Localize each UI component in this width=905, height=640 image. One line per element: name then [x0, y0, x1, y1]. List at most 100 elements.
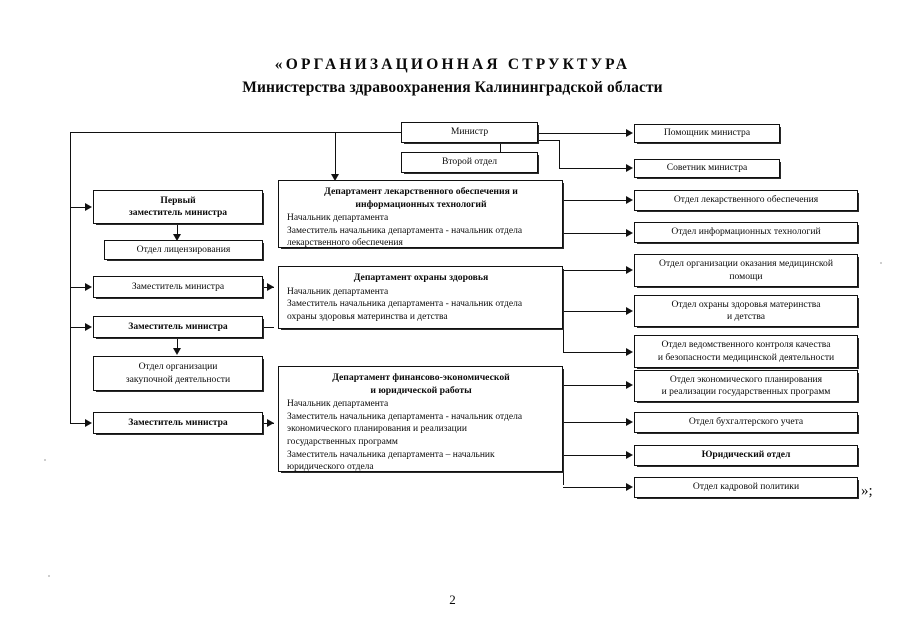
connector-dept-3-to-right-9: [563, 487, 627, 488]
connector-branch-first-deputy: [70, 207, 86, 208]
connector-first-deputy-to-licensing: [177, 224, 178, 235]
department-3-heading: Департамент финансово-экономической и юр…: [287, 372, 555, 397]
department-2-heading-line-1: Департамент охраны здоровья: [353, 272, 489, 283]
box-deputy-minister-3[interactable]: Заместитель министра: [93, 316, 264, 339]
box-department-finance-legal[interactable]: Департамент финансово-экономической и юр…: [278, 366, 564, 474]
scan-speck: [44, 459, 46, 461]
connector-dept-1-spine: [563, 200, 564, 233]
box-deputy-minister-2-label: Заместитель министра: [131, 280, 225, 292]
box-right-it-department[interactable]: Отдел информационных технологий: [634, 222, 859, 244]
box-advisor-minister-label: Советник министра: [666, 162, 748, 174]
department-1-body-line-1: Начальник департамента: [287, 213, 389, 224]
box-second-department[interactable]: Второй отдел: [401, 152, 539, 174]
arrow-first-deputy: [85, 203, 92, 211]
department-1-heading-line-2: информационных технологий: [355, 198, 487, 210]
box-right-pharma-supply[interactable]: Отдел лекарственного обеспечения: [634, 190, 859, 212]
box-deputy-minister-2[interactable]: Заместитель министра: [93, 276, 264, 299]
department-3-body-line-2: Заместитель начальника департамента - на…: [287, 411, 523, 422]
right-box-5-line-1: Отдел ведомственного контроля качества: [661, 339, 831, 351]
arrow-deputy-4: [85, 419, 92, 427]
box-deputy-minister-4[interactable]: Заместитель министра: [93, 412, 264, 435]
box-deputy-minister-4-label: Заместитель министра: [128, 416, 228, 428]
title-line-2: Министерства здравоохранения Калининград…: [242, 79, 663, 96]
department-1-heading: Департамент лекарственного обеспечения и…: [287, 186, 555, 211]
box-right-hr-policy[interactable]: Отдел кадровой политики: [634, 477, 859, 499]
page-number: 2: [449, 592, 456, 607]
box-procurement-line-2: закупочной деятельности: [125, 373, 231, 385]
right-box-8-line-1: Юридический отдел: [701, 449, 791, 461]
box-right-legal-department[interactable]: Юридический отдел: [634, 445, 859, 467]
arrow-right-box-2: [626, 229, 633, 237]
arrow-deputy-2: [85, 283, 92, 291]
connector-into-dept-1-v: [335, 164, 336, 176]
department-3-heading-line-2: и юридической работы: [370, 384, 472, 396]
box-right-accounting[interactable]: Отдел бухгалтерского учета: [634, 412, 859, 434]
title-line-1: «ОРГАНИЗАЦИОННАЯ СТРУКТУРА: [274, 56, 631, 73]
department-1-body: Начальник департамента Заместитель начал…: [287, 212, 555, 250]
box-assistant-minister[interactable]: Помощник министра: [634, 124, 781, 144]
right-box-6-line-2: и реализации государственных программ: [661, 386, 831, 397]
box-licensing-department[interactable]: Отдел лицензирования: [104, 240, 264, 261]
connector-dept-2-to-right-4: [563, 311, 627, 312]
right-box-3-line-2: помощи: [729, 270, 763, 282]
page-title: «ОРГАНИЗАЦИОННАЯ СТРУКТУРА Министерства …: [0, 56, 905, 97]
box-department-health-protection[interactable]: Департамент охраны здоровья Начальник де…: [278, 266, 564, 330]
right-box-2-line-1: Отдел информационных технологий: [671, 226, 821, 238]
box-second-department-label: Второй отдел: [441, 156, 498, 168]
connector-minister-top-horizontal: [70, 132, 401, 133]
department-3-body-line-4: государственных программ: [287, 437, 398, 448]
department-3-body: Начальник департамента Заместитель начал…: [287, 398, 555, 474]
box-minister[interactable]: Министр: [401, 122, 539, 144]
arrow-assistant-minister: [626, 129, 633, 137]
connector-minister-junction-vertical: [335, 132, 336, 164]
box-right-quality-control[interactable]: Отдел ведомственного контроля качества и…: [634, 335, 859, 369]
connector-deputy-3-to-procurement: [177, 338, 178, 349]
scan-speck: [880, 262, 882, 264]
connector-dept-3-to-right-8: [563, 455, 627, 456]
right-box-7-line-1: Отдел бухгалтерского учета: [688, 416, 804, 428]
box-assistant-minister-label: Помощник министра: [663, 127, 751, 139]
arrow-procurement-department: [173, 348, 181, 355]
box-procurement-line-1: Отдел организации: [138, 361, 218, 373]
department-3-body-line-6: юридического отдела: [287, 462, 374, 473]
connector-dept-3-to-right-6: [563, 385, 627, 386]
department-3-heading-line-1: Департамент финансово-экономической: [332, 372, 510, 383]
closing-quote: »;: [861, 483, 873, 499]
connector-minister-to-advisor-v: [559, 140, 560, 168]
box-procurement-department[interactable]: Отдел организации закупочной деятельност…: [93, 356, 264, 392]
arrow-right-box-8: [626, 451, 633, 459]
department-2-body: Начальник департамента Заместитель начал…: [287, 286, 555, 324]
department-1-body-line-3: лекарственного обеспечения: [287, 238, 403, 249]
box-first-deputy-line-1: Первый: [160, 194, 196, 206]
department-2-heading: Департамент охраны здоровья: [287, 272, 555, 285]
connector-branch-deputy-2: [70, 287, 86, 288]
box-department-pharma-it[interactable]: Департамент лекарственного обеспечения и…: [278, 180, 564, 250]
right-box-4-line-2: и детства: [726, 311, 766, 322]
connector-deputy-3-to-dept-2: [263, 327, 274, 328]
arrow-right-box-4: [626, 307, 633, 315]
department-2-body-line-2: Заместитель начальника департамента - на…: [287, 299, 523, 310]
arrow-dept-3-inbound: [267, 419, 274, 427]
arrow-right-box-7: [626, 418, 633, 426]
box-first-deputy-line-2: заместитель министра: [128, 207, 228, 218]
department-3-body-line-3: экономического планирования и реализации: [287, 424, 467, 435]
box-deputy-minister-3-label: Заместитель министра: [128, 320, 228, 332]
department-2-body-line-1: Начальник департамента: [287, 286, 389, 297]
arrow-right-box-5: [626, 348, 633, 356]
box-right-medical-care-organization[interactable]: Отдел организации оказания медицинской п…: [634, 254, 859, 288]
department-1-heading-line-1: Департамент лекарственного обеспечения и: [324, 186, 518, 197]
box-first-deputy-minister[interactable]: Первый заместитель министра: [93, 190, 264, 225]
box-right-maternity-child-health[interactable]: Отдел охраны здоровья материнства и детс…: [634, 295, 859, 328]
connector-dept-3-to-right-7: [563, 422, 627, 423]
connector-branch-deputy-4: [70, 423, 86, 424]
department-3-body-line-5: Заместитель начальника департамента – на…: [287, 449, 495, 460]
department-2-body-line-3: охраны здоровья материнства и детства: [287, 311, 448, 322]
connector-minister-to-assistant: [538, 133, 627, 134]
box-advisor-minister[interactable]: Советник министра: [634, 159, 781, 179]
right-box-6-line-1: Отдел экономического планирования: [669, 373, 823, 385]
connector-branch-deputy-3: [70, 327, 86, 328]
right-box-9-line-1: Отдел кадровой политики: [692, 481, 800, 493]
connector-dept-2-to-right-3: [563, 270, 627, 271]
box-right-economic-planning[interactable]: Отдел экономического планирования и реал…: [634, 370, 859, 403]
